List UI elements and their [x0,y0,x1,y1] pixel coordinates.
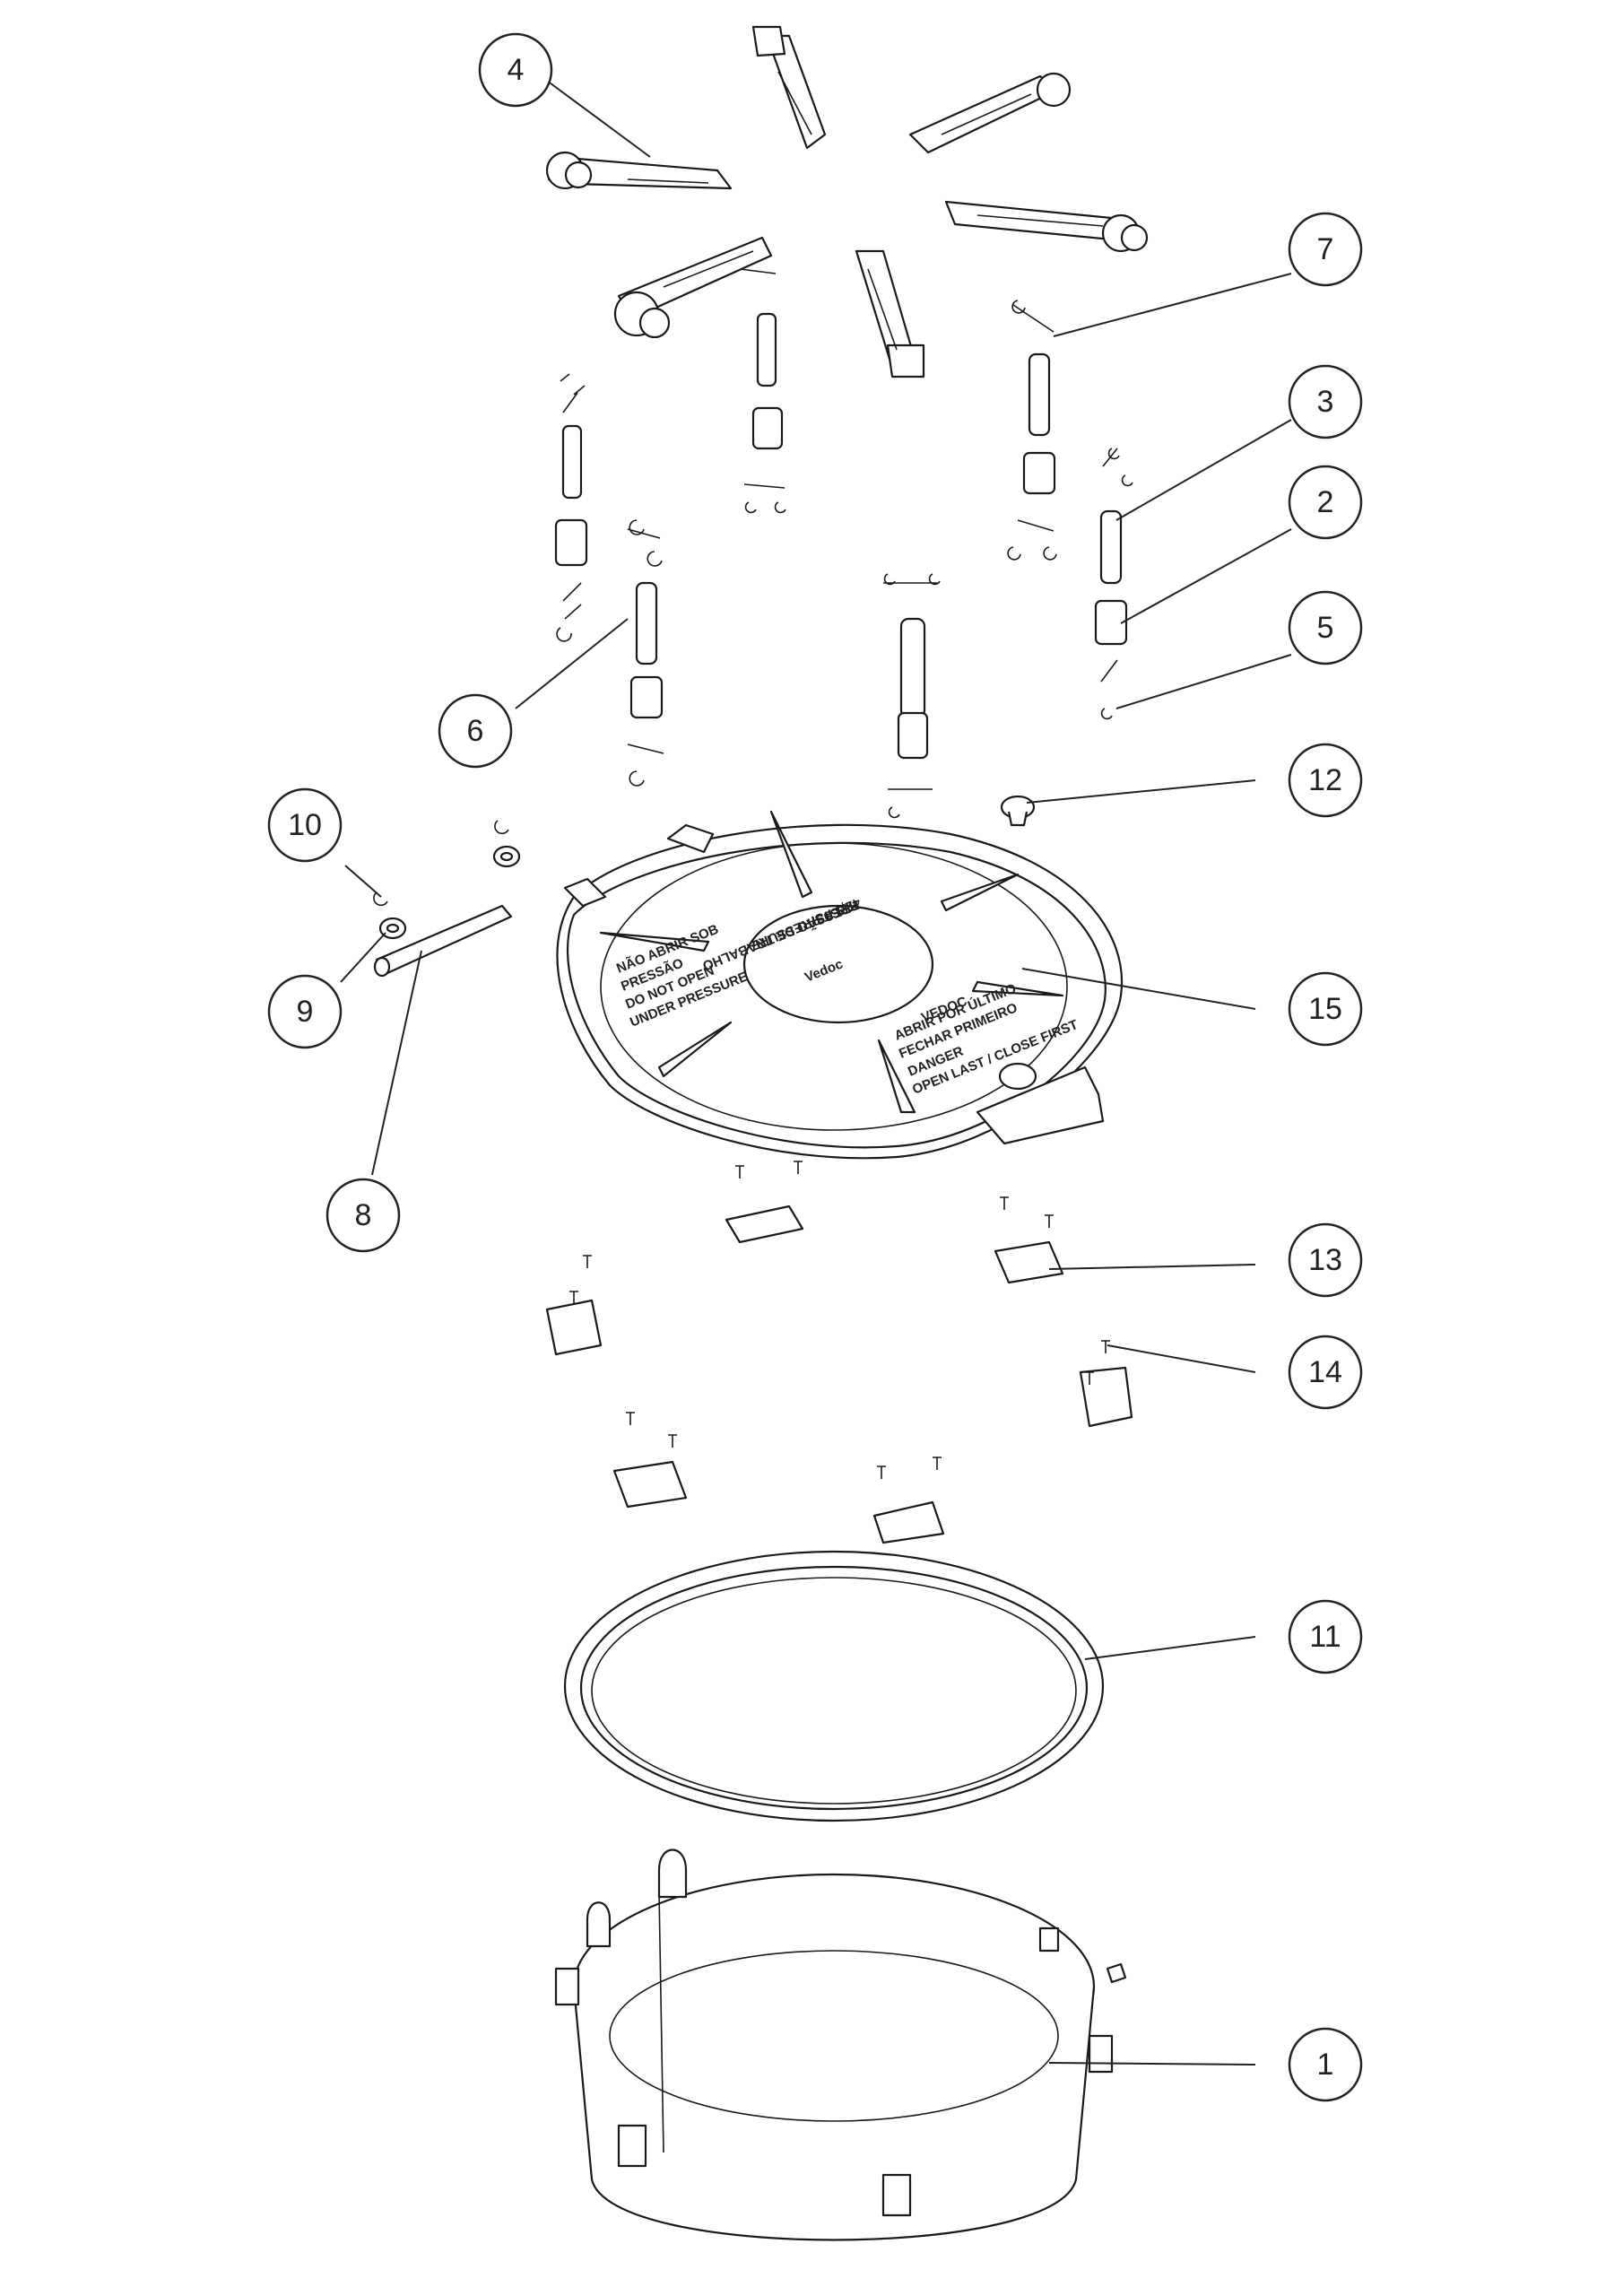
pin-assembly-center-left [739,268,786,514]
callout-14: 14 [1288,1335,1363,1410]
manhole-lid: Vedoc VEDOC PRESSÃO DE TRABALHO TEST PRE… [556,810,1124,1160]
callout-label: 15 [1308,992,1342,1026]
leader-line [546,80,651,158]
callout-label: 12 [1308,763,1342,797]
callout-12: 12 [1288,743,1363,818]
pin-assembly-left [554,373,588,642]
leader-line [1053,273,1292,337]
leader-line [1120,528,1292,624]
callout-5: 5 [1288,590,1363,665]
callout-2: 2 [1288,465,1363,540]
washer [378,845,521,940]
callout-label: 7 [1317,232,1334,266]
leader-line [371,950,422,1176]
callout-15: 15 [1288,971,1363,1047]
callout-8: 8 [325,1178,401,1253]
pin-assembly-center [883,573,941,819]
leader-line [344,865,382,898]
callout-10: 10 [267,787,343,863]
pin-assembly-part-6 [627,519,664,787]
callout-label: 2 [1317,485,1334,519]
axle-pin [373,904,513,978]
callout-11: 11 [1288,1599,1363,1674]
callout-label: 3 [1317,385,1334,419]
leader-line [1048,2062,1256,2066]
callout-6: 6 [438,693,513,769]
callout-3: 3 [1288,364,1363,439]
callout-label: 14 [1308,1355,1342,1389]
callout-9: 9 [267,974,343,1049]
hinge-bracket [545,1205,1133,1544]
leader-line [1021,968,1256,1010]
leader-line [1107,1344,1256,1373]
screw-set [569,1161,1110,1479]
callout-4: 4 [478,32,553,108]
leader-lines [340,80,1292,2066]
leader-line [1026,779,1256,804]
callout-label: 4 [508,53,525,87]
leader-line [1115,419,1292,521]
leader-line [1115,654,1292,709]
callout-label: 9 [297,995,314,1029]
lever-handle [613,236,773,339]
callout-label: 11 [1309,1620,1341,1654]
leader-line [340,932,386,983]
lever-handle [944,200,1149,253]
callout-label: 8 [355,1198,372,1232]
lever-handle [751,25,827,150]
leader-line [515,618,629,709]
leader-line [1048,1264,1256,1270]
callout-7: 7 [1288,212,1363,287]
retaining-clip [373,820,509,907]
callout-1: 1 [1288,2027,1363,2102]
callout-label: 10 [288,808,322,842]
pin-assembly-center-right [1007,300,1057,561]
callout-label: 5 [1317,611,1334,645]
lever-handle [908,72,1072,154]
lever-handle [545,151,733,190]
callout-13: 13 [1288,1222,1363,1298]
shell-body [554,1848,1127,2241]
lever-handle [855,249,925,378]
pin-assembly-right [1094,448,1133,720]
gasket-ring [563,1550,1105,1822]
callout-label: 6 [467,714,484,748]
leader-line [1084,1636,1256,1660]
callout-label: 13 [1308,1243,1342,1277]
valve-knob [1000,795,1036,827]
callout-label: 1 [1317,2048,1334,2082]
